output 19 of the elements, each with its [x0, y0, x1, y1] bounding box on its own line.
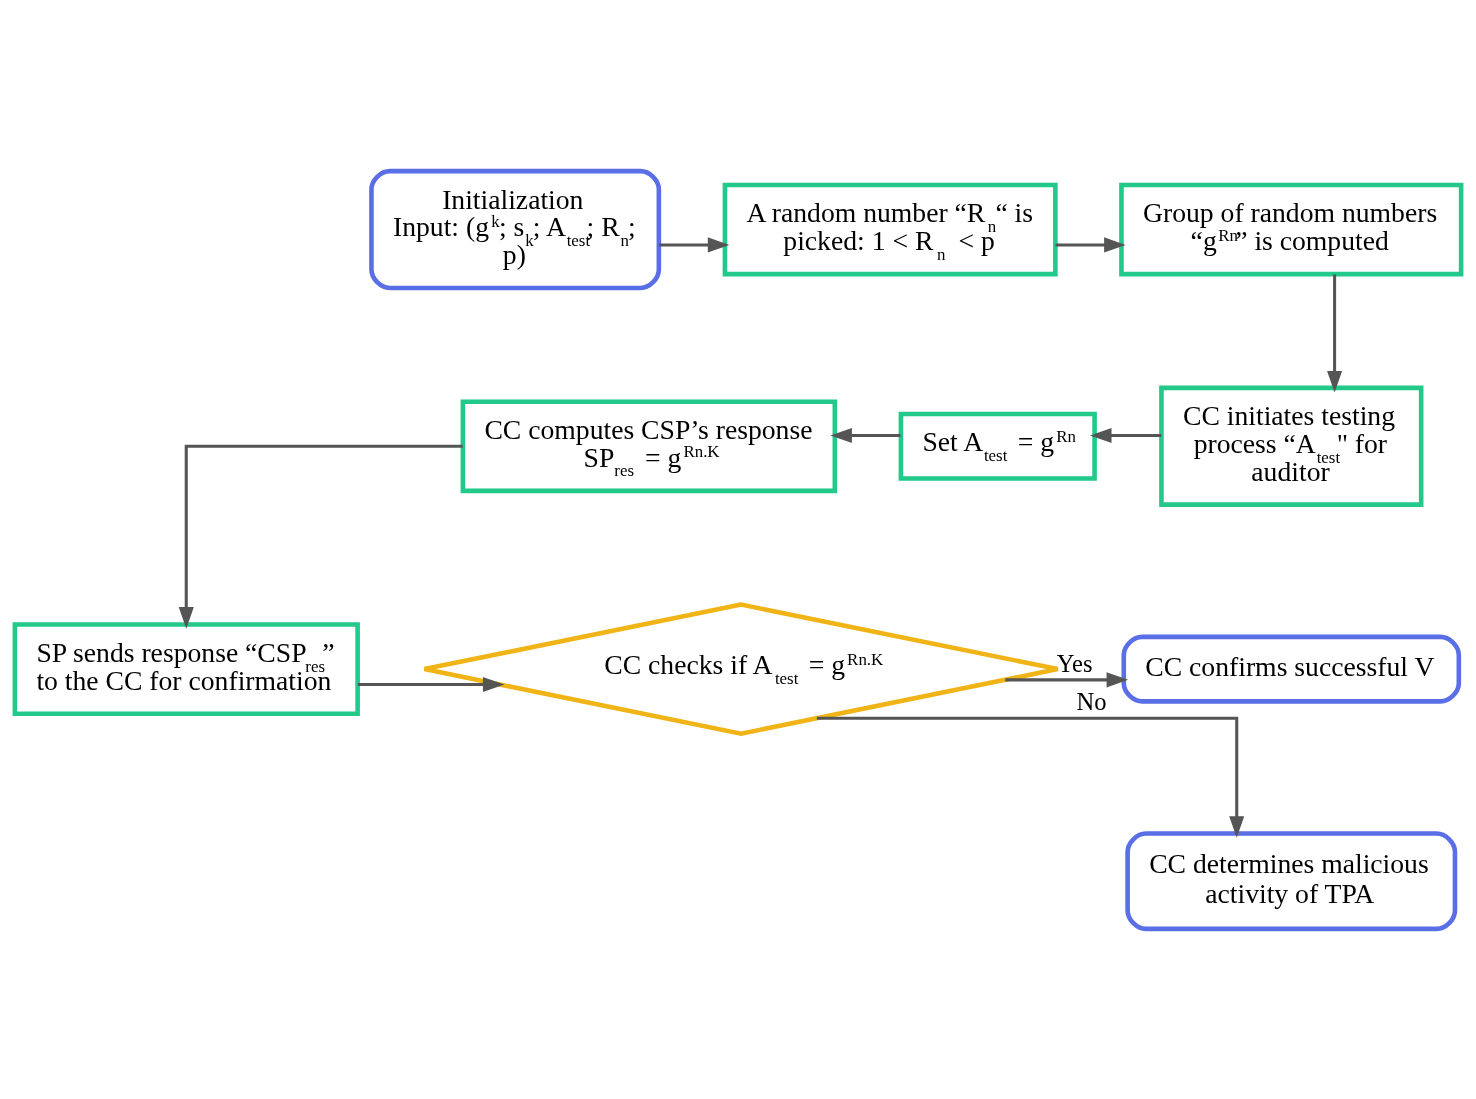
arrow: [1055, 236, 1126, 252]
node-box: CC computes CSP’s response SP$_{res}$ = g$^{Rn.K}$: [460, 398, 838, 493]
arrow: [1090, 427, 1162, 443]
node-box: SP sends response “CSP$_{res}$” to the CC for confirmation: [12, 621, 360, 716]
node-box: Initialization Input: (g$^{k}$; s$_{k}$; A$_{test}$; R$_{n}$; p): [369, 168, 662, 290]
arrow: [816, 716, 1245, 838]
node-box: A random number “R$_{n}$“ is picked: 1 < R$_{n}$ < p: [722, 182, 1058, 276]
arrow: [1005, 671, 1129, 687]
edge-label: No: [1076, 687, 1107, 715]
node-box: CC initiates testing process “A$_{test}$" for auditor: [1159, 385, 1424, 507]
arrow: [830, 427, 901, 443]
node-box: Group of random numbers “g$^{Rn}$” is computed: [1119, 182, 1464, 276]
arrow: [358, 676, 505, 692]
node-box: CC confirms successful V: [1121, 634, 1462, 704]
arrow: [1327, 273, 1343, 392]
node-box: Set A$_{test}$ = g$^{Rn}$: [898, 411, 1097, 481]
arrow: [178, 444, 463, 629]
node-box: CC determines malicious activity of TPA: [1125, 830, 1458, 931]
arrow: [659, 236, 730, 252]
